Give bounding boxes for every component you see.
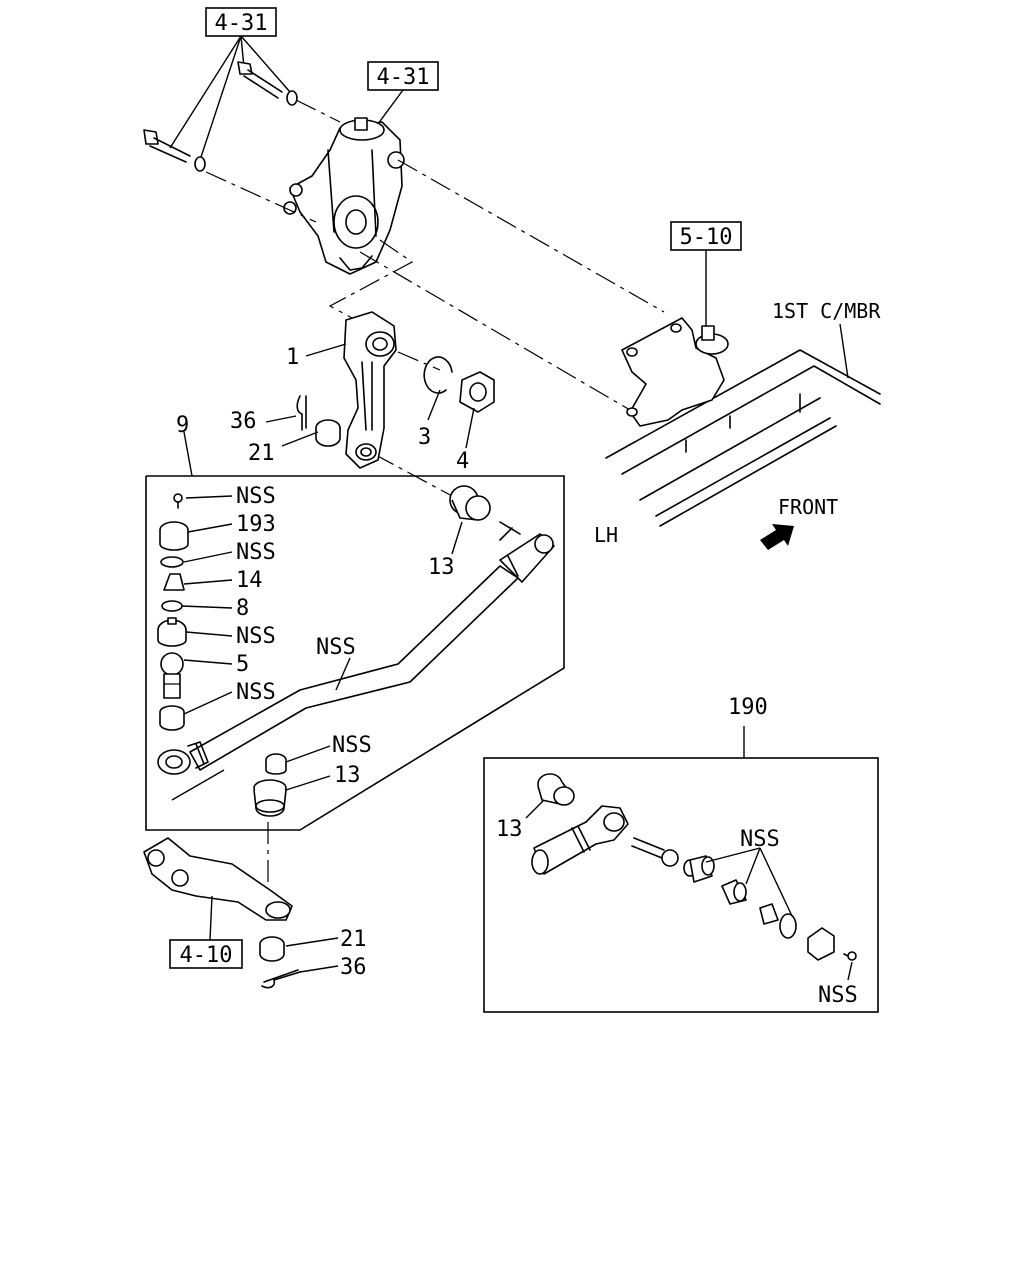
parts-list-item: NSS	[236, 680, 276, 705]
callout-cotter-pin-lower: 36	[340, 955, 367, 980]
mounting-bolt-lower	[143, 129, 206, 172]
ref-label-4-10: 4-10	[180, 943, 233, 968]
side-label: LH	[594, 523, 618, 547]
spring-part	[161, 600, 183, 612]
castle-nut-upper	[315, 419, 341, 447]
seal-upper	[449, 485, 491, 521]
parts-list-item: 5	[236, 652, 249, 677]
centre-lines	[205, 99, 665, 902]
steering-gearbox	[283, 117, 405, 275]
cotter-pin-lower	[261, 965, 339, 989]
cotter-pin-upper	[296, 395, 307, 431]
plug-part	[159, 705, 185, 731]
callout-kit-nss: NSS	[740, 827, 780, 852]
ball-stud-part	[160, 652, 184, 699]
parts-list-item: NSS	[236, 540, 276, 565]
ref-box-4-31-top[interactable]: 4-31	[205, 7, 277, 37]
callout-nss-lower: NSS	[332, 733, 372, 758]
frame-cross-member	[605, 323, 881, 527]
grease-nipple-part	[173, 493, 183, 509]
frame-member-label: 1ST C/MBR	[772, 299, 881, 323]
callout-cotter-pin-upper: 36	[230, 409, 257, 434]
knuckle-arm	[143, 837, 293, 941]
lower-seal	[253, 779, 287, 817]
ref-label-4-31-gearbox: 4-31	[377, 65, 430, 90]
ref-box-5-10[interactable]: 5-10	[670, 221, 742, 251]
callout-kit-190: 190	[728, 695, 768, 720]
arrow-up-right-icon	[760, 524, 794, 550]
parts-list-item: 8	[236, 596, 249, 621]
callout-seal-lower: 13	[334, 763, 361, 788]
kit-spring	[759, 903, 779, 925]
ref-label-4-31-top: 4-31	[215, 11, 268, 36]
parts-column-leaders	[181, 495, 233, 715]
idler-arm	[343, 311, 397, 469]
callout-relay-rod: NSS	[316, 635, 356, 660]
kit-seal	[537, 773, 575, 806]
kit-seat	[721, 879, 747, 905]
snap-ring	[423, 356, 453, 394]
parts-list-item: 14	[236, 568, 263, 593]
parts-list-item: NSS	[236, 484, 276, 509]
gearbox-bracket	[621, 317, 729, 427]
callout-castle-nut-lower: 21	[340, 927, 367, 952]
callout-castle-nut-upper: 21	[248, 441, 275, 466]
dust-cover-part	[159, 521, 189, 551]
parts-column	[157, 493, 189, 731]
lower-cap	[265, 753, 287, 775]
upper-leaders	[265, 343, 475, 449]
parts-list-item: NSS	[236, 624, 276, 649]
ref-box-4-31-gearbox[interactable]: 4-31	[367, 61, 439, 91]
kit-grease-nipple	[843, 951, 857, 961]
repair-kit-190	[483, 726, 879, 1013]
kit-tie-rod-end	[531, 805, 629, 875]
parts-list-item: 193	[236, 512, 276, 537]
castle-nut-lower	[259, 936, 339, 962]
callout-assembly-9: 9	[176, 413, 189, 438]
hex-nut	[459, 371, 495, 413]
kit-bushing	[683, 855, 715, 883]
callout-nut: 4	[456, 449, 469, 474]
ring-part	[160, 556, 184, 568]
kit-ball-stud	[631, 837, 679, 867]
parts-list-labels: NSS 193 NSS 14 8 NSS 5 NSS	[236, 484, 276, 705]
kit-cap	[807, 927, 835, 961]
relay-rod-assembly	[145, 431, 565, 831]
ref-box-4-10[interactable]: 4-10	[169, 939, 243, 969]
callout-seal-upper: 13	[428, 555, 455, 580]
seat-part	[163, 573, 185, 591]
callout-idler-arm: 1	[286, 345, 299, 370]
callout-kit-nss-bottom: NSS	[818, 983, 858, 1008]
callout-snap-ring: 3	[418, 425, 431, 450]
relay-rod	[157, 521, 555, 801]
kit-ring	[779, 913, 797, 939]
callout-kit-seal: 13	[496, 817, 523, 842]
ball-seat-part	[157, 617, 187, 647]
front-label: FRONT	[778, 495, 838, 519]
mounting-bolt-upper	[237, 61, 298, 106]
ref-label-5-10: 5-10	[680, 225, 733, 250]
